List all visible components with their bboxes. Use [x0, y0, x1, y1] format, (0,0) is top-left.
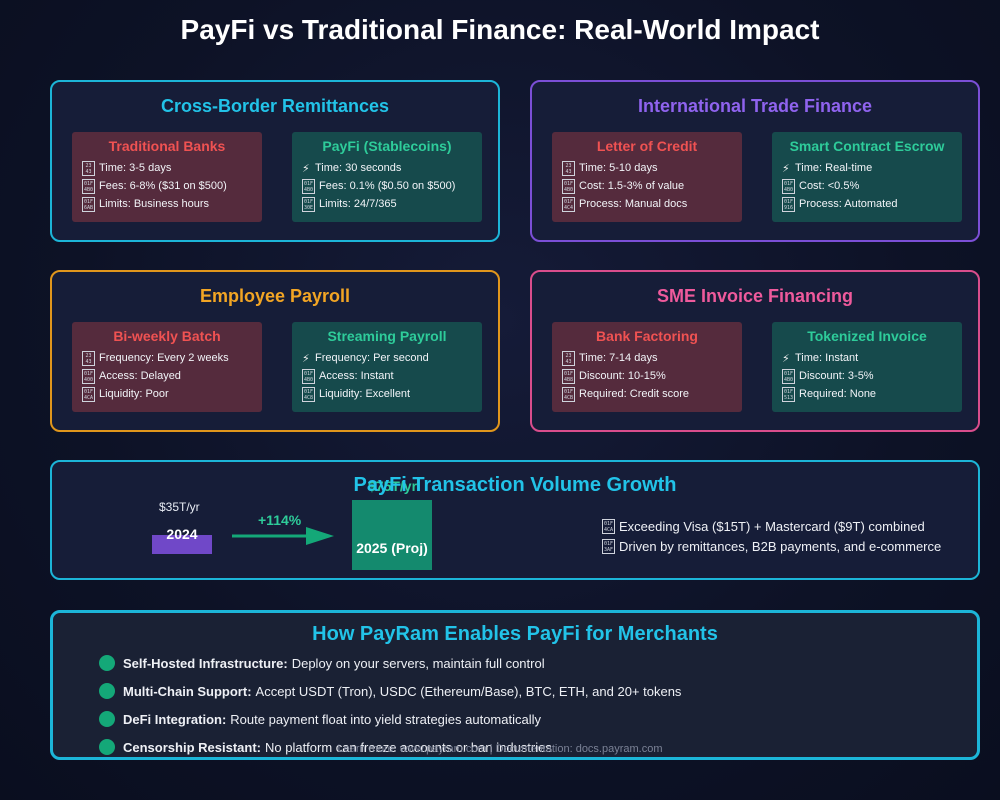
- payfi-card: PayFi (Stablecoins) ⚡Time: 30 seconds 01…: [292, 132, 482, 222]
- bar-2025: 2025 (Proj): [352, 500, 432, 570]
- feature-item: Self-Hosted Infrastructure:Deploy on you…: [99, 654, 545, 672]
- panel-title: Cross-Border Remittances: [160, 96, 390, 116]
- bar-2025-label: 2025 (Proj): [356, 540, 428, 556]
- footer-links: Learn more: www.payram.com | Documentati…: [337, 743, 663, 755]
- bullet-icon: [99, 711, 115, 727]
- growth-panel: $75T/yr PayFi Transaction Volume Growth …: [50, 460, 980, 580]
- card-row: ⚡Time: Instant: [782, 352, 859, 365]
- lightning-icon: ⚡: [302, 352, 310, 365]
- change-label: +114%: [258, 512, 302, 528]
- card-row: ⚡Time: Real-time: [782, 162, 873, 175]
- bullet-icon: [99, 739, 115, 755]
- feature-item: Censorship Resistant:No platform can fre…: [99, 738, 552, 756]
- card-title: Tokenized Invoice: [807, 328, 927, 344]
- card-title: Letter of Credit: [596, 138, 698, 154]
- lightning-icon: ⚡: [782, 352, 790, 365]
- bullet-icon: [99, 683, 115, 699]
- growth-title: PayFi Transaction Volume Growth: [353, 474, 677, 496]
- card-title: Streaming Payroll: [327, 328, 447, 344]
- card-title: Bi-weekly Batch: [113, 328, 221, 344]
- lightning-icon: ⚡: [782, 162, 790, 175]
- page-title: PayFi vs Traditional Finance: Real-World…: [180, 14, 820, 45]
- payfi-card: Smart Contract Escrow ⚡Time: Real-time 0…: [772, 132, 962, 222]
- bar-2024: 2024: [152, 526, 212, 554]
- feature-item: Multi-Chain Support:Accept USDT (Tron), …: [99, 682, 681, 700]
- lightning-icon: ⚡: [302, 162, 310, 175]
- card-title: Bank Factoring: [596, 328, 698, 344]
- bar-2025-value-label: $75T/yr: [368, 478, 418, 494]
- feature-item: DeFi Integration:Route payment float int…: [99, 710, 541, 728]
- trade-panel: International Trade Finance Letter of Cr…: [530, 80, 980, 242]
- merchant-panel: How PayRam Enables PayFi for Merchants S…: [50, 610, 980, 760]
- remittances-panel: Cross-Border Remittances Traditional Ban…: [50, 80, 500, 242]
- panel-title: International Trade Finance: [637, 96, 873, 116]
- bullet-icon: [99, 655, 115, 671]
- panel-title: Employee Payroll: [199, 286, 351, 306]
- card-title: Smart Contract Escrow: [789, 138, 945, 154]
- card-row: ⚡Frequency: Per second: [302, 352, 429, 365]
- card-title: PayFi (Stablecoins): [322, 138, 452, 154]
- panel-title: SME Invoice Financing: [656, 286, 854, 306]
- bar-2024-value-label: $35T/yr: [159, 500, 200, 514]
- merchant-title: How PayRam Enables PayFi for Merchants: [312, 623, 718, 645]
- card-row: ⚡Time: 30 seconds: [302, 162, 402, 175]
- card-title: Traditional Banks: [108, 138, 226, 154]
- payfi-card: Streaming Payroll ⚡Frequency: Per second…: [292, 322, 482, 412]
- arrow-right-icon: [232, 527, 334, 545]
- bar-2024-label: 2024: [166, 526, 198, 542]
